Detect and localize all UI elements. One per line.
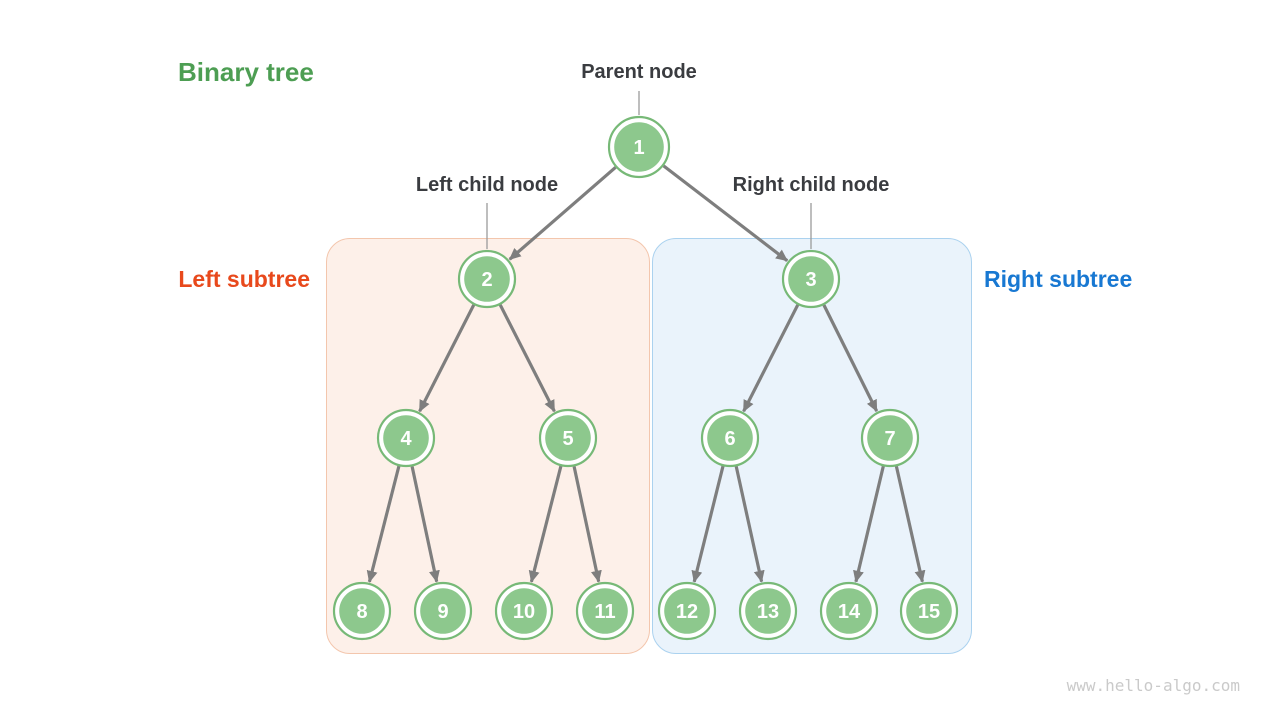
tree-node-value: 6 bbox=[724, 428, 735, 450]
tree-node-value: 5 bbox=[562, 428, 573, 450]
tree-node-value: 2 bbox=[481, 269, 492, 291]
tree-node-value: 8 bbox=[356, 601, 367, 623]
tree-node-8: 8 bbox=[332, 581, 392, 641]
tree-node-1: 1 bbox=[607, 115, 671, 179]
tree-node-6: 6 bbox=[700, 408, 760, 468]
tree-edge-4-9 bbox=[410, 466, 440, 583]
left-subtree-label: Left subtree bbox=[178, 266, 310, 292]
tree-node-15: 15 bbox=[899, 581, 959, 641]
tree-edge-1-3 bbox=[662, 164, 789, 262]
tree-node-value: 9 bbox=[437, 601, 448, 623]
tree-edge-4-8 bbox=[366, 465, 401, 583]
tree-edge-1-2 bbox=[508, 166, 617, 261]
tree-node-value: 1 bbox=[633, 137, 644, 159]
tree-edge-2-5 bbox=[498, 304, 556, 413]
tree-node-11: 11 bbox=[575, 581, 635, 641]
left-child-node-label: Left child node bbox=[415, 174, 559, 196]
tree-node-value: 13 bbox=[757, 601, 779, 623]
tree-node-14: 14 bbox=[819, 581, 879, 641]
right-child-node-label: Right child node bbox=[732, 174, 890, 196]
tree-node-2: 2 bbox=[457, 249, 517, 309]
tree-node-7: 7 bbox=[860, 408, 920, 468]
tree-edge-7-14 bbox=[853, 465, 885, 583]
tree-node-value: 4 bbox=[400, 428, 412, 450]
right-subtree-label: Right subtree bbox=[984, 266, 1133, 292]
tree-node-value: 3 bbox=[805, 269, 816, 291]
tree-node-12: 12 bbox=[657, 581, 717, 641]
tree-node-value: 7 bbox=[884, 428, 895, 450]
tree-edge-7-15 bbox=[894, 465, 926, 583]
tree-edge-5-10 bbox=[528, 465, 563, 583]
tree-node-5: 5 bbox=[538, 408, 598, 468]
tree-node-value: 15 bbox=[918, 601, 940, 623]
tree-node-value: 12 bbox=[676, 601, 698, 623]
tree-node-value: 14 bbox=[838, 601, 861, 623]
tree-node-9: 9 bbox=[413, 581, 473, 641]
parent-node-label: Parent node bbox=[581, 61, 697, 83]
tree-edge-2-4 bbox=[418, 304, 476, 413]
tree-edge-3-6 bbox=[742, 304, 800, 413]
tree-node-4: 4 bbox=[376, 408, 436, 468]
tree-node-value: 11 bbox=[594, 601, 615, 623]
watermark-text: www.hello-algo.com bbox=[1066, 676, 1240, 695]
tree-node-13: 13 bbox=[738, 581, 798, 641]
tree-node-value: 10 bbox=[513, 601, 535, 623]
tree-edge-6-13 bbox=[734, 465, 765, 583]
tree-node-10: 10 bbox=[494, 581, 554, 641]
tree-edge-3-7 bbox=[822, 304, 879, 412]
tree-node-3: 3 bbox=[781, 249, 841, 309]
diagram-title: Binary tree bbox=[178, 57, 314, 87]
tree-edge-5-11 bbox=[572, 466, 602, 583]
tree-edge-6-12 bbox=[691, 465, 725, 583]
